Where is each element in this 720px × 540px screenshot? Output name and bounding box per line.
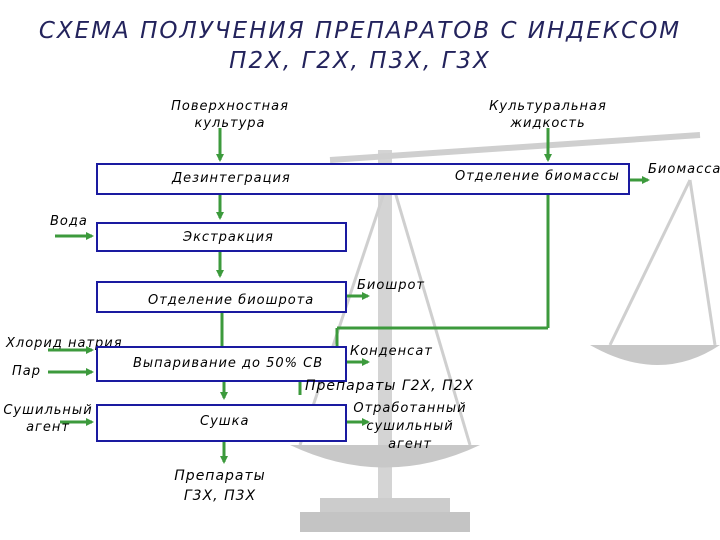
extraction-box (96, 222, 347, 252)
diagram-title-line-1: СХЕМА ПОЛУЧЕНИЯ ПРЕПАРАТОВ С ИНДЕКСОМ (38, 18, 682, 44)
drying-agent-input-label: Сушильный агент (3, 403, 93, 435)
evaporation-box (96, 346, 347, 382)
spent-agent-output-label: Отработанный сушильный агент (353, 401, 467, 452)
drying-box (96, 404, 347, 442)
condensate-output-label: Конденсат (350, 344, 433, 359)
culture-liquid-label: Культуральная жидкость (489, 99, 607, 131)
diagram-title-line-2: П2Х, Г2Х, П3Х, Г3Х (229, 48, 491, 74)
meal-separation-label: Отделение биошрота (148, 293, 315, 308)
disintegration-box (96, 163, 630, 195)
evaporation-label: Выпаривание до 50% СВ (133, 356, 324, 371)
meal-separation-box (96, 281, 347, 313)
biomass-separation-label: Отделение биомассы (455, 169, 620, 184)
preps-g2x-p2x-label: Препараты Г2Х, П2Х (305, 378, 475, 394)
meal-output-label: Биошрот (357, 278, 425, 293)
extraction-label: Экстракция (183, 230, 274, 245)
surface-culture-label: Поверхностная культура (171, 99, 289, 131)
steam-input-label: Пар (12, 364, 41, 379)
preps-g3x-p3x-label: Препараты Г3Х, П3Х (174, 468, 266, 504)
salt-input-label: Хлорид натрия (6, 336, 123, 351)
water-input-label: Вода (50, 214, 88, 229)
drying-label: Сушка (200, 414, 250, 429)
disintegration-label: Дезинтеграция (172, 171, 291, 186)
biomass-output-label: Биомасса (648, 162, 720, 177)
